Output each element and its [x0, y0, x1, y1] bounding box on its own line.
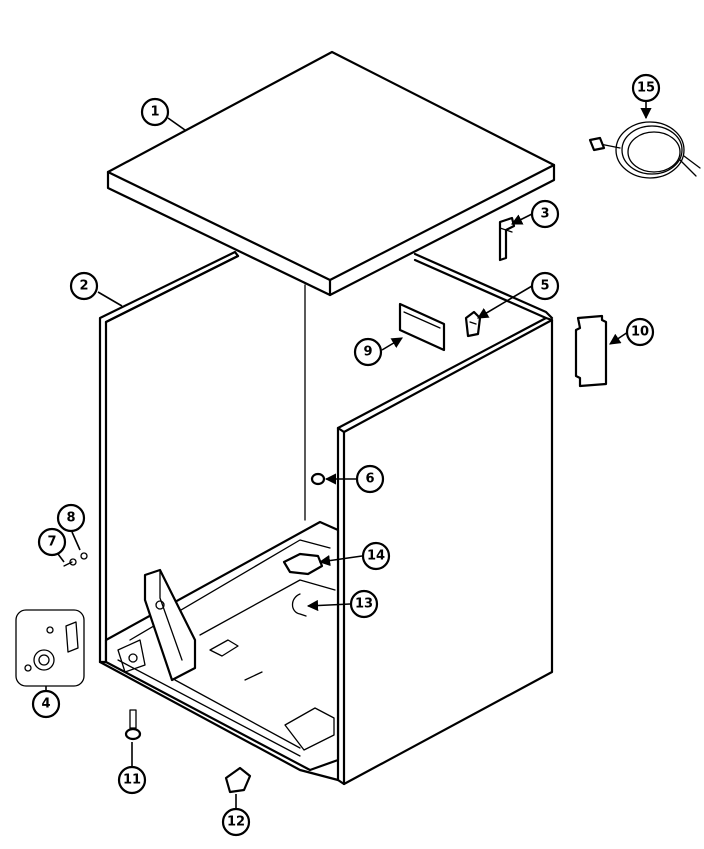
- callout-15: 15: [631, 73, 661, 103]
- svg-text:11: 11: [123, 773, 141, 788]
- callout-1: 1: [140, 97, 170, 127]
- top-panel: [106, 50, 556, 297]
- svg-text:8: 8: [66, 511, 75, 526]
- clip-part-12: [224, 766, 252, 794]
- clip-part-3: [498, 216, 516, 262]
- callout-13: 13: [349, 589, 379, 619]
- svg-text:3: 3: [540, 207, 549, 222]
- callout-4: 4: [31, 689, 61, 719]
- callout-7: 7: [37, 527, 67, 557]
- callout-10: 10: [625, 317, 655, 347]
- callout-11: 11: [117, 765, 147, 795]
- leader-lines: [45, 102, 652, 808]
- callout-8: 8: [56, 503, 86, 533]
- callout-3: 3: [530, 199, 560, 229]
- screw-part-7: [63, 558, 77, 567]
- plate-part-10: [574, 314, 608, 388]
- svg-text:14: 14: [367, 549, 385, 564]
- nut-part-8: [80, 552, 88, 560]
- svg-text:12: 12: [227, 815, 245, 830]
- hook-part-13: [291, 593, 307, 617]
- svg-text:2: 2: [79, 279, 88, 294]
- callout-12: 12: [221, 807, 251, 837]
- svg-text:5: 5: [540, 279, 549, 294]
- svg-text:9: 9: [363, 345, 372, 360]
- plate-part-9: [398, 302, 446, 352]
- cabinet: [98, 250, 554, 786]
- svg-text:6: 6: [365, 472, 374, 487]
- callout-6: 6: [355, 464, 385, 494]
- kit-part-4: [15, 609, 85, 687]
- bracket-part-5: [464, 310, 482, 338]
- callout-9: 9: [353, 337, 383, 367]
- grommet-part-6: [310, 472, 326, 486]
- leveling-leg-part-11: [124, 709, 142, 741]
- svg-text:1: 1: [150, 105, 159, 120]
- svg-text:15: 15: [637, 81, 655, 96]
- callout-5: 5: [530, 271, 560, 301]
- power-cord-part-15: [588, 121, 701, 179]
- svg-text:4: 4: [41, 697, 50, 712]
- callout-2: 2: [69, 271, 99, 301]
- callout-14: 14: [361, 541, 391, 571]
- svg-text:10: 10: [631, 325, 649, 340]
- svg-text:13: 13: [355, 597, 373, 612]
- svg-text:7: 7: [47, 535, 56, 550]
